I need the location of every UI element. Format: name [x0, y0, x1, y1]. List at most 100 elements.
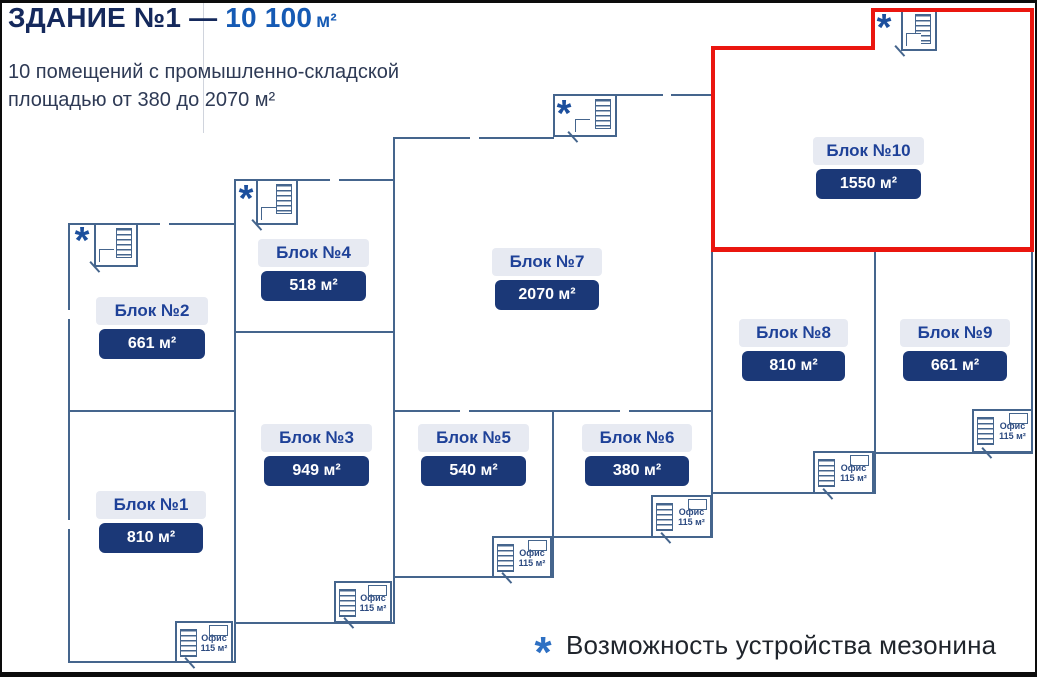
wall-b2-top	[68, 223, 236, 225]
block-tag-10[interactable]: Блок №10 1550 м²	[813, 137, 924, 199]
wall-gap	[68, 310, 70, 319]
wall-b5-b6	[552, 411, 554, 578]
highlight-outline-right	[1030, 8, 1034, 252]
block-tag-7[interactable]: Блок №7 2070 м²	[492, 248, 602, 310]
highlight-outline-bottom	[711, 247, 1034, 252]
subtitle-line1: 10 помещений с промышленно-складской	[8, 61, 400, 83]
stair-unit-block10	[901, 9, 937, 51]
block-tag-8[interactable]: Блок №8 810 м²	[739, 319, 848, 381]
page-subtitle: 10 помещений с промышленно-складской пло…	[8, 58, 399, 114]
wall-col1-col2	[234, 179, 236, 663]
title-total-area: 10 100	[225, 2, 313, 33]
stairs-icon	[595, 99, 611, 129]
block-area: 949 м²	[264, 456, 369, 486]
page-border-bottom	[0, 672, 1037, 677]
stairs-icon	[116, 228, 132, 258]
page-border-right	[1035, 0, 1037, 677]
block-name: Блок №9	[900, 319, 1010, 347]
block-name: Блок №6	[582, 424, 692, 452]
highlight-outline-left	[711, 46, 715, 252]
subtitle-line2: площадью от 380 до 2070 м²	[8, 89, 276, 111]
stair-unit-block7	[553, 94, 617, 137]
wall-gap	[470, 137, 479, 139]
block-tag-9[interactable]: Блок №9 661 м²	[900, 319, 1010, 381]
block-tag-6[interactable]: Блок №6 380 м²	[582, 424, 692, 486]
highlight-outline-top-right	[871, 8, 1034, 12]
inner-wall	[575, 119, 590, 132]
wall-b1-bottom	[68, 661, 236, 663]
title-total-area-unit: м²	[316, 11, 337, 32]
wall-gap	[663, 94, 671, 96]
stairs-icon	[339, 589, 356, 617]
stairs-icon	[497, 544, 514, 572]
mezzanine-asterisk-block2: *	[74, 220, 90, 262]
block-area: 1550 м²	[816, 169, 921, 199]
wall-gap	[460, 410, 469, 412]
wall-b3-bottom	[234, 622, 394, 624]
mezzanine-asterisk-block7: *	[556, 93, 572, 135]
highlight-outline-step	[871, 8, 875, 50]
inner-wall	[528, 540, 547, 551]
block-name: Блок №2	[96, 297, 208, 325]
stairs-icon	[656, 503, 673, 531]
inner-wall	[209, 625, 228, 636]
highlight-outline-top-left	[711, 46, 875, 50]
block-name: Блок №1	[96, 491, 206, 519]
block-area: 810 м²	[742, 351, 845, 381]
wall-gap	[620, 410, 629, 412]
footnote-text: Возможность устройства мезонина	[566, 630, 997, 660]
stairs-icon	[180, 629, 197, 657]
wall-b8-bottom	[711, 492, 875, 494]
mezzanine-asterisk-block4: *	[238, 178, 254, 220]
footnote-asterisk: *	[534, 627, 552, 677]
wall-col2-col3	[393, 137, 395, 624]
inner-wall	[368, 585, 387, 596]
mezzanine-asterisk-block10: *	[876, 7, 892, 49]
wall-b4-top	[234, 179, 394, 181]
stairs-icon	[818, 459, 835, 487]
wall-col3-col4	[711, 94, 713, 538]
block-name: Блок №4	[258, 239, 369, 267]
block-area: 661 м²	[99, 329, 205, 359]
mezzanine-footnote: * Возможность устройства мезонина	[528, 630, 997, 674]
stairs-icon	[977, 417, 994, 445]
stairs-icon	[276, 184, 292, 214]
wall-gap	[330, 179, 339, 181]
block-name: Блок №8	[739, 319, 848, 347]
page-border-left	[0, 0, 2, 677]
wall-gap	[160, 223, 169, 225]
block-name: Блок №7	[492, 248, 602, 276]
wall-b6-bottom	[552, 536, 712, 538]
inner-wall	[906, 33, 921, 46]
block-tag-5[interactable]: Блок №5 540 м²	[418, 424, 529, 486]
inner-wall	[850, 455, 869, 466]
block-area: 540 м²	[421, 456, 526, 486]
inner-wall	[1009, 413, 1028, 424]
block-tag-2[interactable]: Блок №2 661 м²	[96, 297, 208, 359]
block-area: 518 м²	[261, 271, 366, 301]
block-tag-3[interactable]: Блок №3 949 м²	[261, 424, 372, 486]
wall-outer-left	[68, 223, 70, 663]
wall-b9-bottom	[874, 452, 1033, 454]
wall-b1-b2	[68, 410, 235, 412]
stair-unit-block2	[94, 223, 138, 267]
block-name: Блок №10	[813, 137, 924, 165]
page-border-top	[0, 0, 1037, 3]
block-tag-4[interactable]: Блок №4 518 м²	[258, 239, 369, 301]
block-tag-1[interactable]: Блок №1 810 м²	[96, 491, 206, 553]
block-name: Блок №5	[418, 424, 529, 452]
inner-wall	[261, 207, 276, 220]
